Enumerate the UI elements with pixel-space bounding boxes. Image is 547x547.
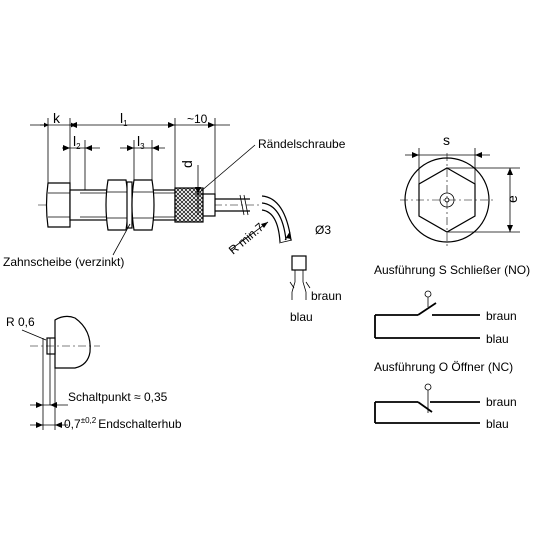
screw-end (202, 193, 216, 217)
switch-symbol-no (374, 290, 480, 339)
side-view (38, 179, 311, 300)
cable-bend-outer (261, 195, 292, 241)
cable-end (291, 255, 307, 271)
dim-d: d (179, 160, 195, 168)
dim-e: e (504, 195, 520, 203)
dim-approx-10: ~10 (187, 112, 208, 126)
washer-1 (126, 181, 133, 229)
variant-o-wire-bottom: blau (486, 417, 509, 431)
dimension-lines (30, 118, 291, 256)
dim-l2: l2 (73, 133, 81, 151)
variant-s-title: Ausführung S Schließer (NO) (374, 263, 530, 277)
wire-label-braun: braun (311, 289, 342, 303)
dim-s: s (443, 132, 450, 148)
variant-s-wire-top: braun (486, 309, 517, 323)
variant-o-wire-top: braun (486, 395, 517, 409)
dim-k: k (53, 110, 61, 126)
dim-r-min-7: R min.7 (226, 220, 267, 258)
hex-end-view (400, 148, 520, 248)
hex-head (45, 182, 71, 228)
knurled-screw (174, 187, 204, 223)
nut-2 (131, 179, 155, 231)
variant-s-wire-bottom: blau (486, 332, 509, 346)
switch-symbol-nc (374, 383, 480, 424)
variant-o-title: Ausführung O Öffner (NC) (374, 360, 513, 374)
dim-r-0-6: R 0,6 (6, 315, 35, 329)
dim-l1: l1 (120, 110, 128, 128)
plunger-tip (54, 315, 91, 369)
label-raendelschraube: Rändelschraube (258, 137, 346, 151)
wire-label-blau: blau (290, 310, 313, 324)
dim-dia-3: Ø3 (315, 223, 331, 237)
plunger-detail (21, 315, 100, 430)
label-schaltpunkt: Schaltpunkt ≈ 0,35 (68, 390, 168, 404)
dim-l3: l3 (137, 133, 145, 151)
label-zahnscheibe: Zahnscheibe (verzinkt) (3, 255, 124, 269)
nut-1 (105, 179, 129, 231)
